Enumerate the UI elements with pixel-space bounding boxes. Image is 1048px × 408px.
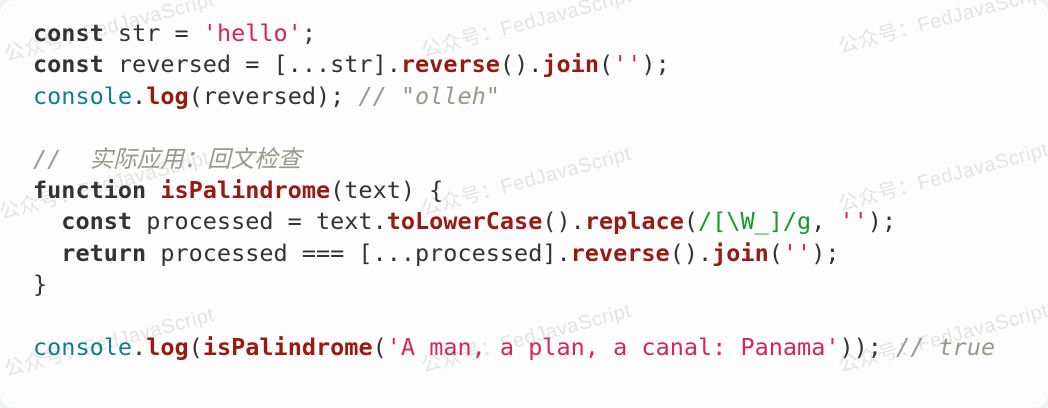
code-token-pl: (text) { (330, 176, 444, 205)
code-token-st: '' (613, 50, 642, 79)
code-token-pl: ( (598, 50, 614, 79)
code-token-ti: replace (584, 207, 684, 236)
code-token-st: '' (839, 207, 868, 236)
code-token-pl: ); (867, 207, 897, 236)
code-token-kw: return (61, 238, 147, 267)
code-token-pl: (reversed); (188, 81, 359, 110)
code-token-pl (33, 207, 61, 235)
code-token-kw: const (33, 19, 104, 47)
code-token-pl: , (811, 207, 840, 236)
code-token-co: // 实际应用：回文检查 (33, 144, 302, 173)
code-token-co: // true (896, 333, 996, 362)
code-token-pl: (). (669, 238, 713, 267)
code-token-kw: const (33, 50, 104, 79)
code-token-pl (146, 176, 160, 204)
code-token-pl: . (132, 81, 147, 110)
code-token-pl: reversed = [...str]. (103, 50, 401, 79)
code-token-ti: toLowerCase (386, 207, 543, 236)
code-token-ti: join (542, 50, 599, 79)
code-token-pl: ( (768, 238, 783, 267)
code-block: const str = 'hello';const reversed = [..… (33, 18, 1028, 363)
code-token-kw: const (61, 207, 133, 236)
code-line: const processed = text.toLowerCase().rep… (33, 206, 1028, 237)
code-token-re: /[\W_]/g (698, 207, 812, 236)
code-token-pl: ( (188, 333, 203, 362)
code-token-ti: reverse (570, 238, 670, 267)
code-token-st: 'A man, a plan, a canal: Panama' (386, 333, 840, 362)
code-line: } (33, 269, 1028, 300)
code-line: const str = 'hello'; (33, 18, 1028, 49)
code-token-pl: . (132, 333, 147, 362)
code-token-pl (33, 239, 61, 267)
code-token-kw: function (33, 176, 147, 205)
code-token-pl: ; (301, 19, 316, 47)
code-token-pl: ); (641, 50, 670, 79)
code-token-bi: console (33, 81, 133, 110)
code-line: function isPalindrome(text) { (33, 175, 1028, 206)
code-line: console.log(isPalindrome('A man, a plan,… (33, 332, 1028, 363)
code-line: const reversed = [...str].reverse().join… (33, 49, 1028, 80)
code-token-ti: reverse (400, 50, 500, 79)
code-token-ti: log (146, 333, 189, 362)
code-token-pl: ( (372, 333, 387, 362)
code-line (33, 112, 1028, 143)
code-token-ti: join (712, 238, 769, 267)
code-token-pl: str = (103, 19, 203, 47)
code-token-co: // "olleh" (358, 81, 500, 110)
code-token-pl: ( (683, 207, 699, 236)
code-token-ti: isPalindrome (160, 176, 331, 205)
code-token-bi: console (33, 333, 133, 362)
code-token-pl: )); (839, 333, 897, 362)
code-token-st: '' (782, 238, 812, 267)
code-token-ti: log (146, 81, 189, 110)
code-token-ti: isPalindrome (202, 333, 373, 362)
code-token-pl: processed === [...processed]. (146, 238, 571, 267)
code-token-pl: (). (499, 50, 543, 79)
code-line: // 实际应用：回文检查 (33, 144, 1028, 175)
code-line: return processed === [...processed].reve… (33, 238, 1028, 269)
code-token-st: 'hello' (202, 19, 302, 47)
code-token-pl: processed = text. (132, 207, 387, 236)
code-line (33, 301, 1028, 332)
code-token-pl: (). (542, 207, 585, 236)
code-line: console.log(reversed); // "olleh" (33, 81, 1028, 112)
code-token-pl: } (33, 270, 48, 299)
code-token-pl: ); (811, 238, 840, 267)
